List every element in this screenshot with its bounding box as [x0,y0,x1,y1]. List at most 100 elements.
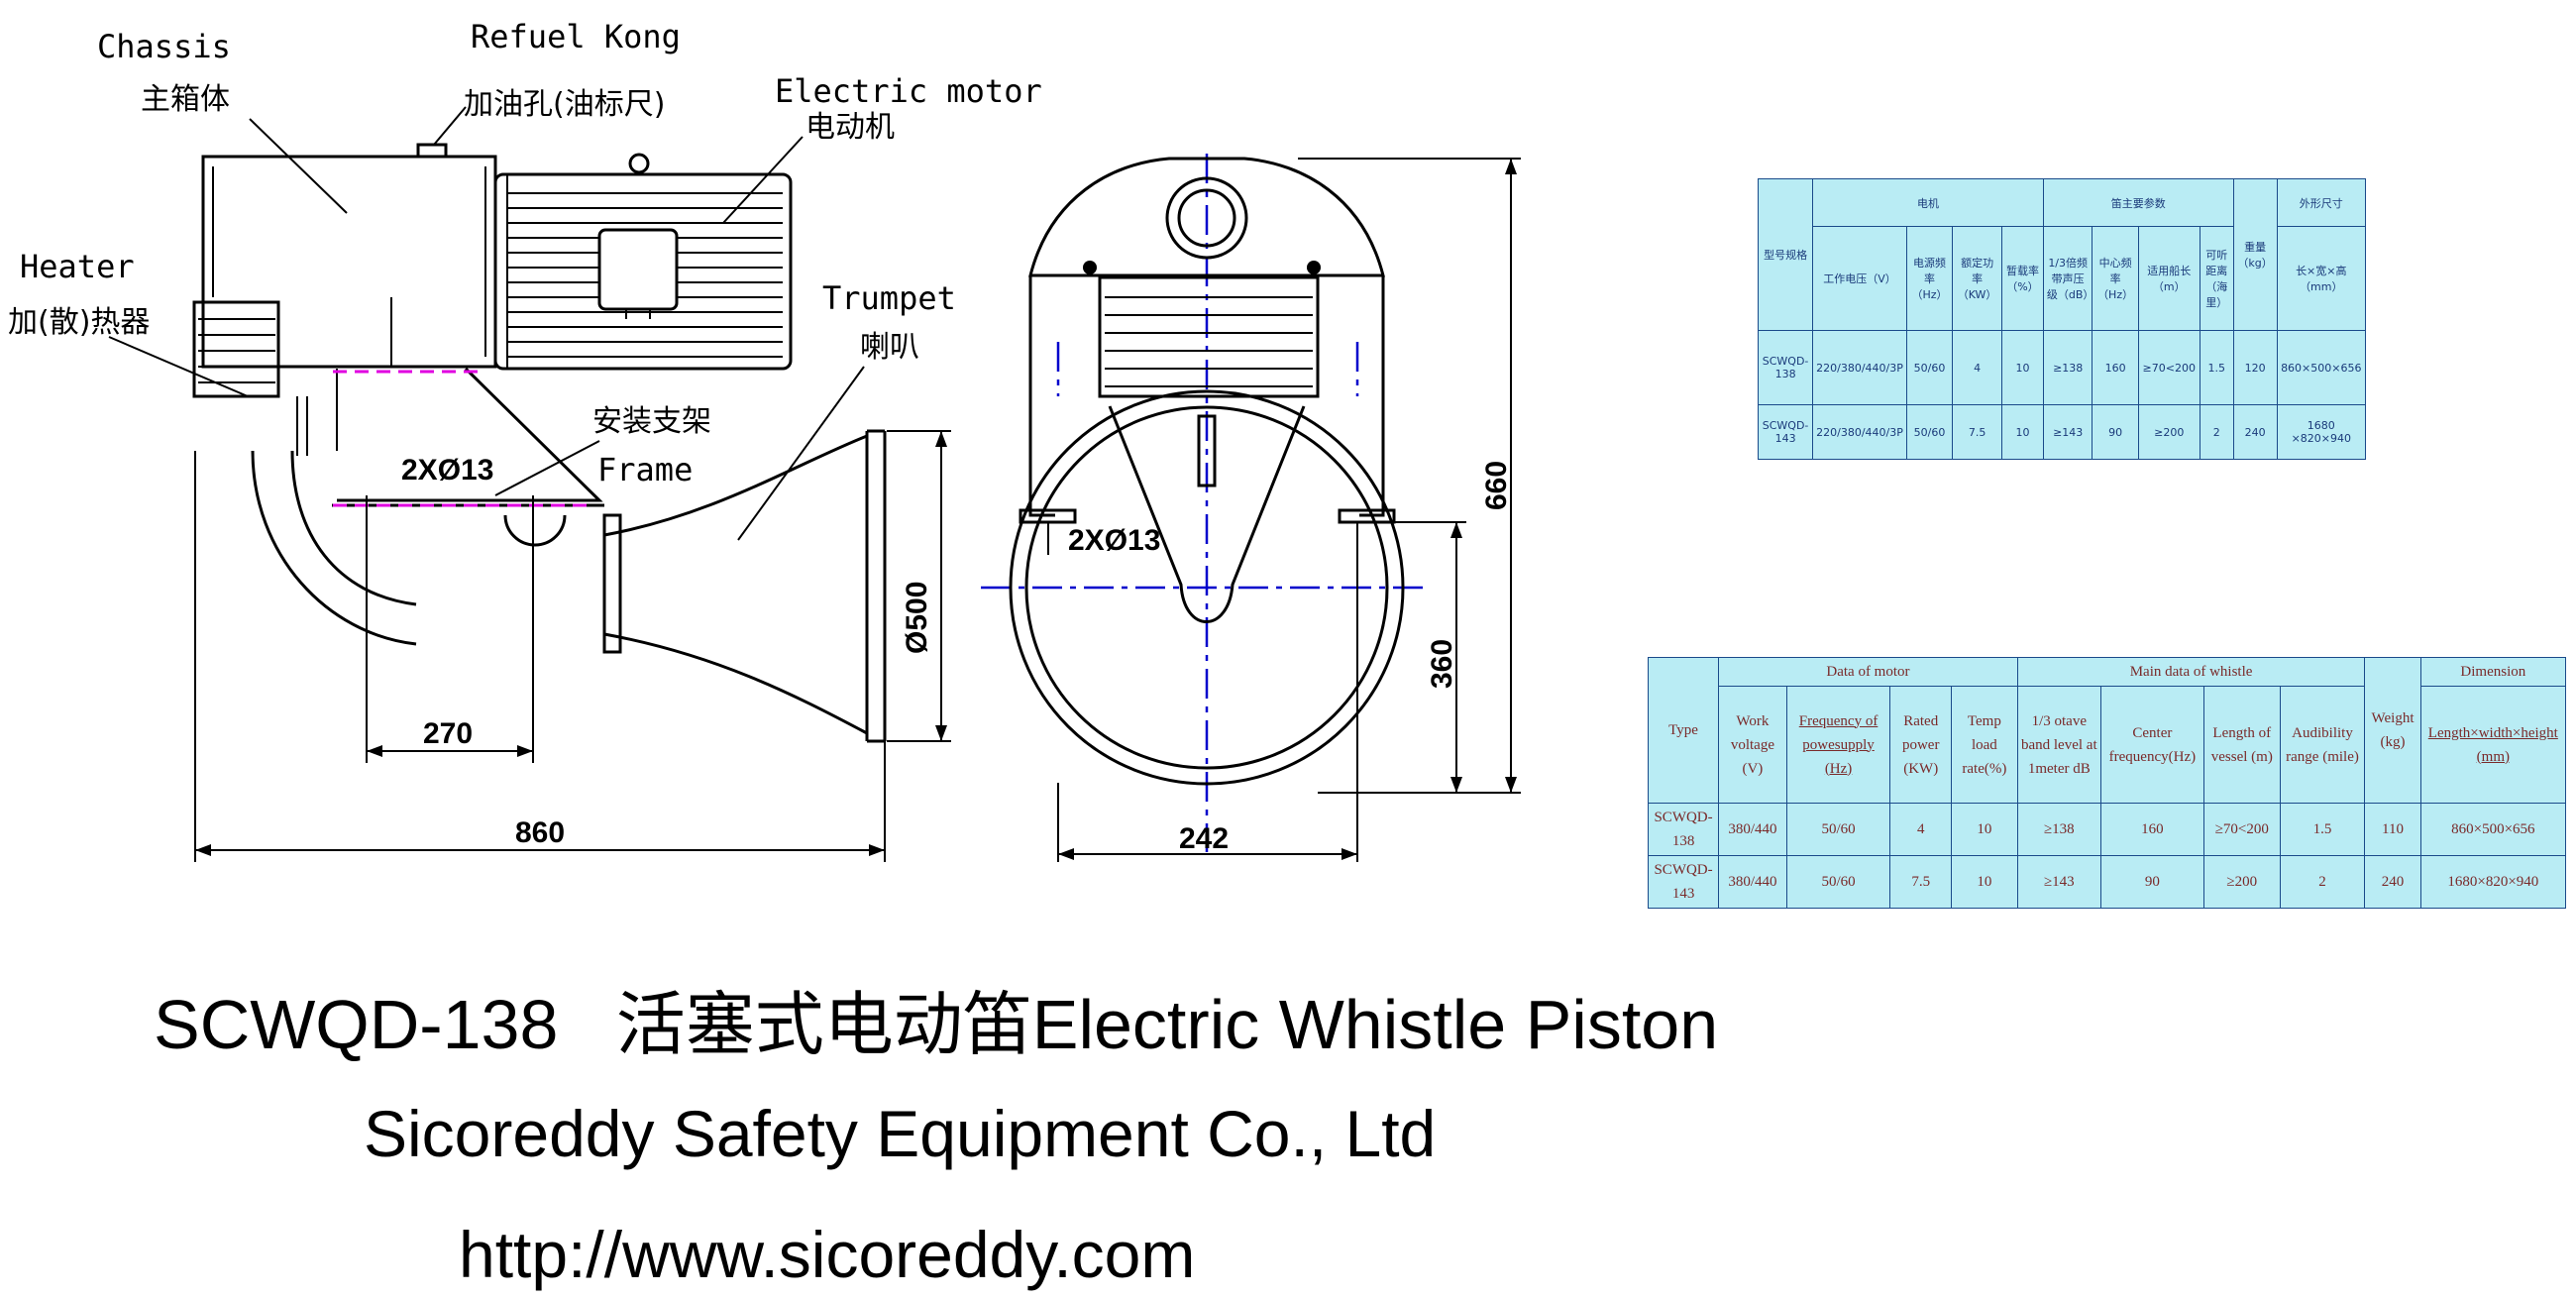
cn-c-center: 中心频率（Hz） [2092,226,2139,331]
cn-cell: 50/60 [1905,404,1954,460]
cn-cell: 7.5 [1952,404,2003,460]
cn-cell: SCWQD-138 [1757,330,1814,405]
label-frame-cn: 安装支架 [592,404,711,439]
en-cell: 10 [1950,855,2018,909]
cn-cell: ≥143 [2042,404,2093,460]
en-c-temp: Temp load rate(%) [1950,686,2018,804]
dim-holes-side: 2XØ13 [401,454,493,487]
front-fins [1105,296,1313,387]
label-motor-en: Electric motor [775,72,1042,110]
en-c-level: 1/3 otave band level at 1meter dB [2016,686,2101,804]
en-c-power: Rated power (KW) [1889,686,1952,804]
label-frame-en: Frame [597,451,693,488]
en-cell: 240 [2364,855,2421,909]
cn-c-size: 长×宽×高（mm） [2276,226,2367,331]
label-trumpet-cn: 喇叭 [860,330,919,365]
label-chassis-en: Chassis [97,28,231,65]
company-name: Sicoreddy Safety Equipment Co., Ltd [364,1097,1437,1170]
en-cell: 110 [2364,803,2421,856]
label-heater-cn: 加(散)热器 [8,305,150,340]
cn-c-level: 1/3倍频带声压级（dB） [2042,226,2093,331]
dim-860: 860 [515,816,565,849]
en-h-type: Type [1647,657,1720,804]
en-c-freq: Frequency of powesupply (Hz) [1785,686,1891,804]
label-heater-en: Heater [20,248,135,285]
en-h-motor: Data of motor [1718,657,2018,687]
en-cell: 1680×820×940 [2419,855,2567,909]
cn-cell: ≥200 [2137,404,2200,460]
en-c-range: Audibility range (mile) [2279,686,2366,804]
en-cell: 380/440 [1718,855,1787,909]
cn-h-dim: 外形尺寸 [2276,178,2367,227]
spec-table-en: Type Data of motor Main data of whistle … [1647,657,2567,909]
cn-cell: ≥138 [2042,330,2093,405]
en-h-weight: Weight (kg) [2364,657,2421,804]
en-cell: 4 [1889,803,1952,856]
dim-500: Ø500 [901,582,933,654]
cn-h-motor: 电机 [1812,178,2044,227]
cn-cell: 860×500×656 [2276,330,2367,405]
company-url[interactable]: http://www.sicoreddy.com [459,1218,1196,1291]
cn-cell: 2 [2199,404,2234,460]
spec-table-cn: 型号规格 电机 笛主要参数 重量（kg） 外形尺寸 工作电压（V） 电源频率（H… [1757,178,2367,460]
en-cell: 50/60 [1785,803,1891,856]
cn-cell: 1.5 [2199,330,2234,405]
en-c-center: Center frequency(Hz) [2099,686,2204,804]
cn-cell: 120 [2232,330,2278,405]
en-cell: ≥70<200 [2202,803,2281,856]
heater-fins [198,318,275,383]
cn-cell: 90 [2092,404,2139,460]
en-cell: SCWQD-138 [1647,803,1720,856]
en-cell: 1.5 [2279,803,2366,856]
cn-cell: 220/380/440/3P [1812,330,1907,405]
cn-c-vessel: 适用船长（m） [2137,226,2200,331]
product-title: SCWQD-138 活塞式电动笛Electric Whistle Piston [154,986,1719,1063]
table-row: SCWQD-138 380/440 50/60 4 10 ≥138 160 ≥7… [1647,803,2567,856]
en-cell: 7.5 [1889,855,1952,909]
en-cell: ≥138 [2016,803,2101,856]
label-refuel-en: Refuel Kong [471,18,681,55]
label-refuel-cn: 加油孔(油标尺) [464,87,665,122]
cn-cell: 1680 ×820×940 [2276,404,2367,460]
side-view [108,106,951,862]
en-c-size: Length×width×height (mm) [2419,686,2567,804]
en-cell: 380/440 [1718,803,1787,856]
cn-c-power: 额定功率（KW） [1952,226,2003,331]
cn-cell: 10 [2001,404,2044,460]
dim-242: 242 [1179,822,1229,855]
dim-270: 270 [423,717,473,750]
table-row: SCWQD-143 220/380/440/3P 50/60 7.5 10 ≥1… [1757,404,2367,460]
cn-c-freq: 电源频率（Hz） [1905,226,1954,331]
en-cell: 10 [1950,803,2018,856]
cn-c-voltage: 工作电压（V） [1812,226,1907,331]
en-cell: 50/60 [1785,855,1891,909]
label-chassis-cn: 主箱体 [141,82,230,117]
cn-cell: ≥70<200 [2137,330,2200,405]
cn-cell: 50/60 [1905,330,1954,405]
en-c-voltage: Work voltage (V) [1718,686,1787,804]
en-cell: ≥200 [2202,855,2281,909]
table-row: SCWQD-138 220/380/440/3P 50/60 4 10 ≥138… [1757,330,2367,405]
cn-cell: 160 [2092,330,2139,405]
en-cell: ≥143 [2016,855,2101,909]
en-h-whistle: Main data of whistle [2016,657,2366,687]
dim-660: 660 [1480,461,1513,510]
cn-cell: SCWQD-143 [1757,404,1814,460]
cn-h-type: 型号规格 [1757,178,1814,331]
cn-c-duty: 暂载率（%） [2001,226,2044,331]
cn-h-whistle: 笛主要参数 [2042,178,2234,227]
en-cell: SCWQD-143 [1647,855,1720,909]
en-h-dim: Dimension [2419,657,2567,687]
label-motor-cn: 电动机 [805,110,895,145]
en-cell: 2 [2279,855,2366,909]
label-trumpet-en: Trumpet [822,279,956,317]
cn-c-range: 可听距离（海里） [2199,226,2234,331]
en-cell: 860×500×656 [2419,803,2567,856]
en-cell: 160 [2099,803,2204,856]
cn-cell: 220/380/440/3P [1812,404,1907,460]
cn-cell: 10 [2001,330,2044,405]
cn-h-weight: 重量（kg） [2232,178,2278,331]
table-row: SCWQD-143 380/440 50/60 7.5 10 ≥143 90 ≥… [1647,855,2567,909]
front-view [981,154,1521,862]
